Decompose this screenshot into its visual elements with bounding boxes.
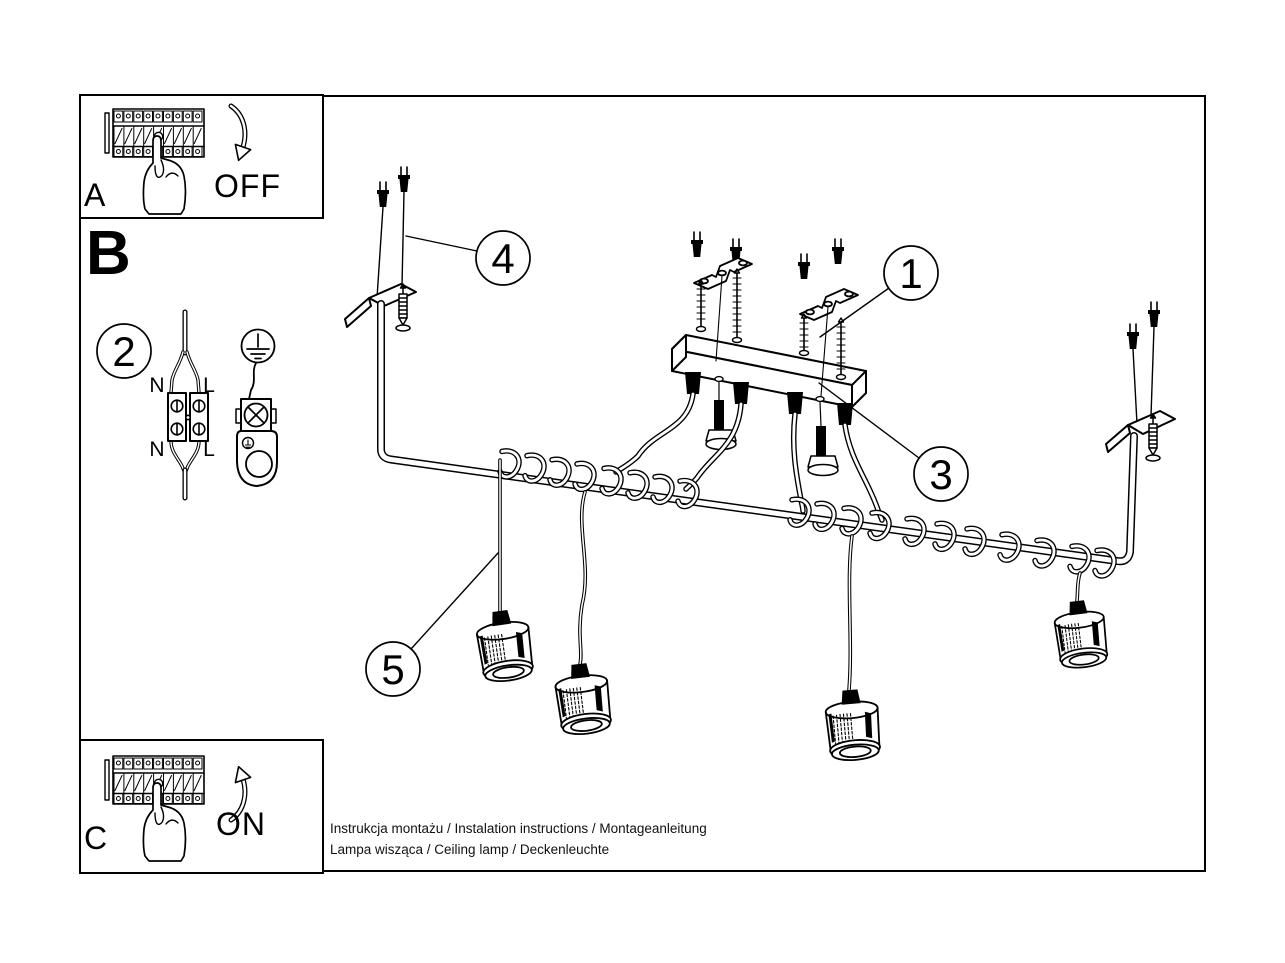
terminal-wiring (167, 309, 209, 501)
terminal-label-l-bottom: L (203, 438, 215, 461)
wrapped-cables (497, 391, 1117, 692)
wood-bar (671, 334, 867, 477)
step-a-label: A (84, 177, 106, 213)
terminal-label-n-bottom: N (149, 438, 165, 461)
footer-title-line: Instrukcja montażu / Instalation instruc… (330, 821, 707, 836)
callout-1: 1 (899, 250, 923, 297)
mounting-clips (690, 231, 859, 397)
toggle-arrows (228, 103, 252, 823)
terminal-label-l-top: L (203, 374, 215, 397)
callout-4: 4 (491, 235, 515, 282)
breaker-panel-and-hand (104, 108, 205, 215)
pendant-socket-3 (823, 686, 883, 764)
step-b-label: B (86, 219, 131, 288)
callout-3: 3 (929, 451, 953, 498)
step-a-action-off: OFF (214, 168, 281, 204)
suspension-rod (377, 300, 1138, 566)
step-c-label: C (84, 820, 108, 856)
pendant-socket-2 (552, 659, 615, 738)
pendant-socket-4 (1051, 597, 1111, 672)
right-hanger (1105, 301, 1176, 462)
step-c-action-on: ON (216, 806, 266, 842)
callout-2: 2 (112, 328, 136, 375)
callout-5: 5 (381, 646, 405, 693)
diagram-frame (79, 95, 1206, 872)
pendant-socket-1 (473, 606, 537, 686)
callout-circles (96, 230, 969, 697)
callout-leaders (405, 235, 920, 650)
terminal-label-n-top: N (149, 374, 165, 397)
footer-product-line: Lampa wisząca / Ceiling lamp / Deckenleu… (330, 842, 610, 857)
ground-symbol-and-clamp (235, 328, 278, 487)
